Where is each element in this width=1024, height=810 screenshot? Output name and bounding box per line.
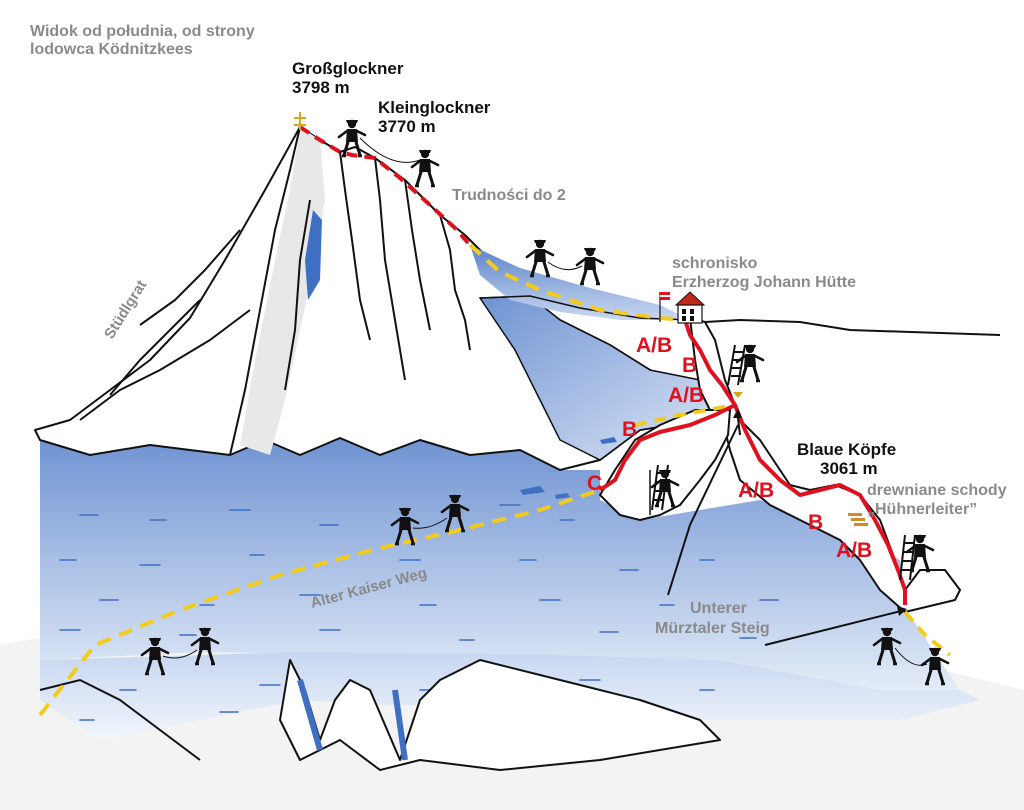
grade-label-8: A/B: [836, 539, 872, 562]
grade-label-3: A/B: [668, 384, 704, 407]
difficulty-label: Trudności do 2: [452, 187, 566, 204]
kleinglockner-height: 3770 m: [378, 117, 436, 136]
grade-label-1: A/B: [636, 334, 672, 357]
lower-crevasses: [297, 679, 408, 761]
route-yellow-connector: [634, 403, 736, 427]
route-yellow-exit: [903, 610, 952, 657]
rock-lines: [79, 126, 471, 456]
glacier-texture: [59, 504, 779, 721]
header-line-2: lodowca Ködnitzkees: [30, 41, 193, 58]
climber-icon-3: [525, 238, 555, 278]
grade-label-2: B: [682, 354, 697, 377]
route-red-c: [598, 403, 736, 492]
stairs-label-line-1: drewniane schody: [867, 482, 1007, 499]
hut-ridge-line: [704, 318, 1001, 336]
grade-label-4: B: [622, 418, 637, 441]
ridge-label: Stüdlgrat: [101, 277, 150, 342]
hut-label-line-2: Erzherzog Johann Hütte: [672, 274, 856, 291]
lower-rock-line: [39, 678, 201, 761]
route-upper-yellow: [468, 243, 686, 322]
rock-outcrop: [599, 409, 731, 521]
hut-label-line-1: schronisko: [672, 255, 758, 272]
grade-label-6: A/B: [738, 479, 774, 502]
glacier-field: [40, 438, 960, 690]
kleinglockner-name: Kleinglockner: [378, 98, 491, 117]
summit-cross-icon: [294, 112, 306, 130]
route-red-main: [683, 319, 907, 605]
blaue-kopfe-name: Blaue Köpfe: [797, 440, 896, 459]
wooden-stairs-icon: [848, 513, 868, 526]
route-summit-ridge: [298, 125, 472, 247]
upper-glacier-edge: [479, 295, 691, 321]
lower-rocks: [279, 659, 721, 771]
grade-label-5: C: [587, 472, 602, 495]
pointer-arrow-1: [733, 408, 742, 418]
pointer-arrow-2: [897, 606, 907, 616]
grossglockner-height: 3798 m: [292, 78, 350, 97]
climber-icon-2: [410, 148, 440, 188]
blaue-kopfe-height: 3061 m: [820, 459, 878, 478]
grossglockner-name: Großglockner: [292, 59, 404, 78]
lower-route-line-1: Unterer: [690, 600, 747, 617]
climber-icon-4: [575, 246, 605, 286]
lower-route-line-2: Mürztaler Steig: [655, 620, 770, 637]
crevasse-patches: [305, 210, 617, 499]
marker-icon: [733, 392, 743, 398]
header-line-1: Widok od południa, od strony: [30, 23, 255, 40]
pointer-lines: [667, 417, 906, 646]
stairs-label-line-2: „Hühnerleiter”: [867, 501, 977, 518]
upper-glacier: [470, 245, 690, 320]
mountain-shadow: [240, 127, 325, 455]
grade-label-7: B: [808, 511, 823, 534]
hut-icon: [659, 291, 706, 324]
route-alter-kaiser-weg: [38, 488, 601, 717]
climbers: [140, 118, 950, 686]
